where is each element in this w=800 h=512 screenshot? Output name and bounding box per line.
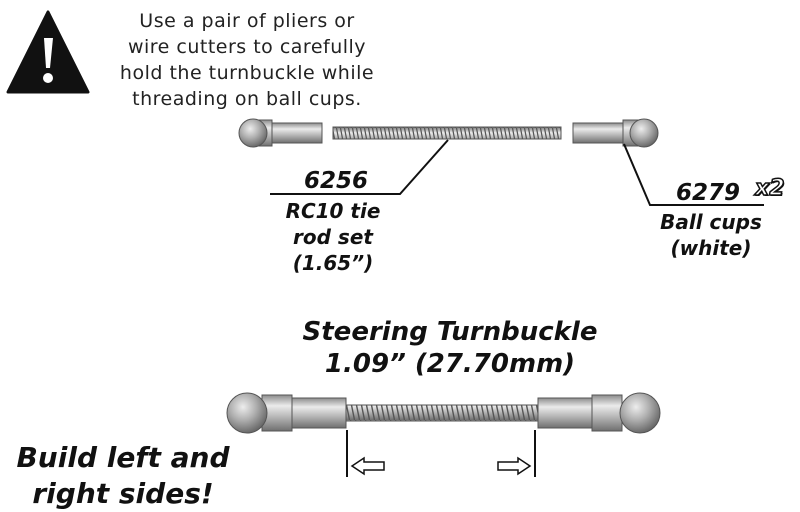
tie-rod	[332, 126, 562, 140]
warning-icon	[6, 10, 90, 94]
ball-cups-name-line: Ball cups	[660, 210, 762, 234]
tie-rod-name-line: rod set	[293, 225, 373, 249]
ball-cups-part-number: 6279	[676, 180, 741, 206]
ball-cup-right	[572, 118, 659, 148]
warning-line: threading on ball cups.	[132, 88, 362, 110]
tie-rod-name-line: RC10 tie	[285, 199, 381, 223]
leader-ball-cups	[623, 143, 764, 206]
dimension-marker	[346, 430, 536, 477]
warning-line: hold the turnbuckle while	[119, 62, 375, 84]
assembly-title-line: 1.09” (27.70mm)	[324, 349, 576, 379]
ball-cup-left	[238, 118, 323, 148]
build-note-line: right sides!	[32, 477, 214, 510]
tie-rod-label: RC10 tie rod set (1.65”)	[268, 198, 398, 276]
turnbuckle-assembled	[226, 392, 661, 434]
leader-tie-rod	[270, 139, 449, 195]
build-note: Build left and right sides!	[10, 440, 236, 512]
assembly-title-line: Steering Turnbuckle	[302, 317, 598, 347]
build-note-line: Build left and	[16, 441, 230, 474]
warning-text: Use a pair of pliers or wire cutters to …	[97, 8, 397, 112]
ball-cups-label: Ball cups (white)	[652, 209, 770, 261]
ball-cups-name-line: (white)	[670, 236, 752, 260]
quantity-badge: x2	[754, 175, 785, 202]
warning-line: Use a pair of pliers or	[139, 10, 355, 32]
assembly-title: Steering Turnbuckle 1.09” (27.70mm)	[260, 316, 640, 380]
tie-rod-name-line: (1.65”)	[292, 251, 374, 275]
warning-line: wire cutters to carefully	[127, 36, 367, 58]
tie-rod-part-number: 6256	[304, 168, 369, 194]
